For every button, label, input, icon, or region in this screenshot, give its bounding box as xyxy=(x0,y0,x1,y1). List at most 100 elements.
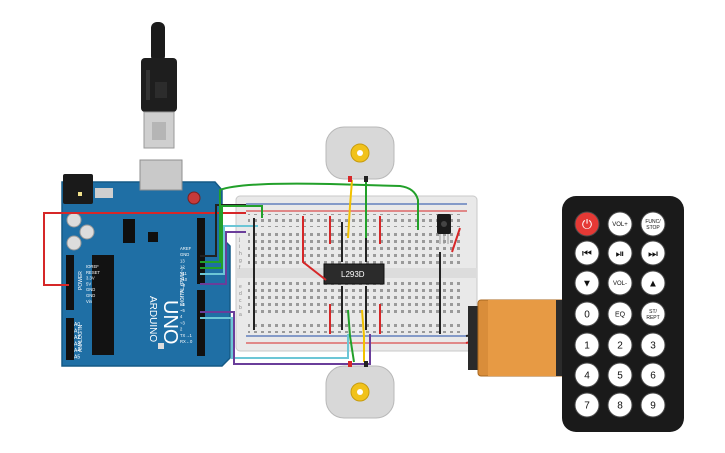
dc-motor-icon[interactable] xyxy=(325,361,395,419)
arduino-model: UNO xyxy=(159,300,181,344)
digital-pin-label: 12 xyxy=(180,265,185,270)
arrow-up-icon-label: ▲ xyxy=(648,279,658,290)
digit-7-button[interactable]: 7 xyxy=(574,392,600,418)
arrow-down-icon-label: ▼ xyxy=(582,279,592,290)
wire-pin6-purple[interactable] xyxy=(200,311,371,365)
usb-plug-icon[interactable] xyxy=(141,22,177,149)
digital-pin-label: 8 xyxy=(180,289,183,294)
digit-9-button-label: 9 xyxy=(650,401,656,412)
digit-7-button-label: 7 xyxy=(584,401,590,412)
power-pin-label: GND xyxy=(86,293,95,298)
vol-plus-button[interactable]: VOL+ xyxy=(607,211,633,237)
skip-forward-icon[interactable]: ⏭ xyxy=(640,240,666,266)
vol-minus-button[interactable]: VOL- xyxy=(607,270,633,296)
row-label-j: j xyxy=(238,237,240,243)
ir-receiver-icon[interactable] xyxy=(437,214,451,244)
row-label-d: d xyxy=(239,291,242,297)
digital-pin-label: GND xyxy=(180,252,189,257)
wire-ir-signal-green[interactable] xyxy=(200,182,419,263)
digit-5-button[interactable]: 5 xyxy=(607,362,633,388)
arduino-digital-label: DIGITAL (PWM~) xyxy=(180,267,186,306)
ir-remote[interactable]: ⏻ VOL+ FUNC/STOP ⏮ ⏯ ⏭ ▼ VOL- ▲ 0 EQ ST/REPT 1 2 3 4 5 6 7… xyxy=(562,196,684,432)
power-pin-label: 3.3V xyxy=(86,276,95,281)
row-label-i: i xyxy=(239,244,240,250)
digit-3-button[interactable]: 3 xyxy=(640,332,666,358)
row-label-f: f xyxy=(239,265,241,271)
l293d-chip[interactable]: L293D xyxy=(323,263,385,285)
digit-3-button-label: 3 xyxy=(650,341,656,352)
func-stop-button[interactable]: FUNC/STOP xyxy=(640,211,666,237)
wire-pin7-cyan[interactable] xyxy=(200,317,349,359)
digital-pin-label: ~5 xyxy=(180,308,185,313)
row-label-a: a xyxy=(239,312,242,318)
digital-pin-label: 13 xyxy=(180,258,185,263)
power-pin-label: GND xyxy=(86,287,95,292)
digit-6-button[interactable]: 6 xyxy=(640,362,666,388)
skip-back-icon-label: ⏮ xyxy=(582,248,592,260)
analog-pin-label: A1 xyxy=(74,329,80,335)
arduino-analog-label: ANALOG IN xyxy=(78,324,84,352)
row-label-c: c xyxy=(239,298,242,304)
func-stop-button-label-line2: STOP xyxy=(646,225,660,231)
digit-9-button[interactable]: 9 xyxy=(640,392,666,418)
wire-motor2-green[interactable] xyxy=(347,309,355,363)
eq-button-label: EQ xyxy=(615,311,626,318)
st-rept-button-label-line1: ST/ xyxy=(649,309,657,315)
wire-pin12-green[interactable] xyxy=(200,205,263,269)
power-pin-label: 5V xyxy=(86,281,91,286)
wire-pin11-cyan[interactable] xyxy=(200,225,258,275)
wire-motor2-yellow[interactable] xyxy=(361,309,365,362)
digital-pin-label: ~6 xyxy=(180,302,185,307)
digital-pin-label: RX←0 xyxy=(180,339,193,344)
skip-forward-icon-label: ⏭ xyxy=(648,248,658,260)
play-pause-icon[interactable]: ⏯ xyxy=(607,240,633,266)
dc-motor-icon[interactable] xyxy=(325,126,395,182)
analog-pin-label: A0 xyxy=(74,322,80,328)
digit-1-button-label: 1 xyxy=(584,341,590,352)
analog-pin-label: A2 xyxy=(74,335,80,341)
digit-5-button-label: 5 xyxy=(617,371,623,382)
arduino-brand: ARDUINO xyxy=(147,296,158,342)
digit-6-button-label: 6 xyxy=(650,371,656,382)
power-icon[interactable]: ⏻ xyxy=(574,211,600,237)
eq-button[interactable]: EQ xyxy=(607,301,633,327)
arduino-uno-board[interactable]: ARDUINO UNO DIGITAL (PWM~) POWER ANALOG … xyxy=(61,159,231,367)
analog-pin-label: A5 xyxy=(74,355,80,361)
digital-pin-label: TX→1 xyxy=(180,333,193,338)
vol-plus-button-label: VOL+ xyxy=(612,222,628,228)
digit-1-button[interactable]: 1 xyxy=(574,332,600,358)
power-pin-label: Vin xyxy=(86,299,93,304)
func-stop-button-label-line1: FUNC/ xyxy=(645,219,661,225)
wire-5v-red[interactable] xyxy=(43,212,246,286)
digit-2-button-label: 2 xyxy=(617,341,623,352)
digital-pin-label: ~10 xyxy=(180,277,188,282)
arduino-power-label: POWER xyxy=(78,271,84,290)
row-label-b: b xyxy=(239,305,242,311)
st-rept-button-label-line2: REPT xyxy=(646,315,659,321)
wire-motor1-yellow[interactable] xyxy=(347,179,353,239)
wires xyxy=(43,179,481,365)
digit-8-button-label: 8 xyxy=(617,401,623,412)
power-icon-label: ⏻ xyxy=(582,217,592,232)
wire-pin10-purple[interactable] xyxy=(200,231,246,285)
digit-2-button[interactable]: 2 xyxy=(607,332,633,358)
wire-ir-vcc-red[interactable] xyxy=(451,227,461,253)
digit-0-button[interactable]: 0 xyxy=(574,301,600,327)
digit-4-button-label: 4 xyxy=(584,371,590,382)
arrow-up-icon[interactable]: ▲ xyxy=(640,270,666,296)
digit-8-button[interactable]: 8 xyxy=(607,392,633,418)
skip-back-icon[interactable]: ⏮ xyxy=(574,240,600,266)
st-rept-button[interactable]: ST/REPT xyxy=(640,301,666,327)
digital-pin-label: 4 xyxy=(180,314,183,319)
play-pause-icon-label: ⏯ xyxy=(616,248,625,260)
digital-pin-label: 2 xyxy=(180,327,183,332)
row-label-g: g xyxy=(239,258,242,264)
row-label-e: e xyxy=(239,284,242,290)
chip-label: L293D xyxy=(341,270,365,279)
digital-pin-label: ~3 xyxy=(180,320,185,325)
wire-chip-enable-red[interactable] xyxy=(302,216,327,281)
digit-4-button[interactable]: 4 xyxy=(574,362,600,388)
arrow-down-icon[interactable]: ▼ xyxy=(574,270,600,296)
power-pin-label: IOREF xyxy=(86,264,99,269)
